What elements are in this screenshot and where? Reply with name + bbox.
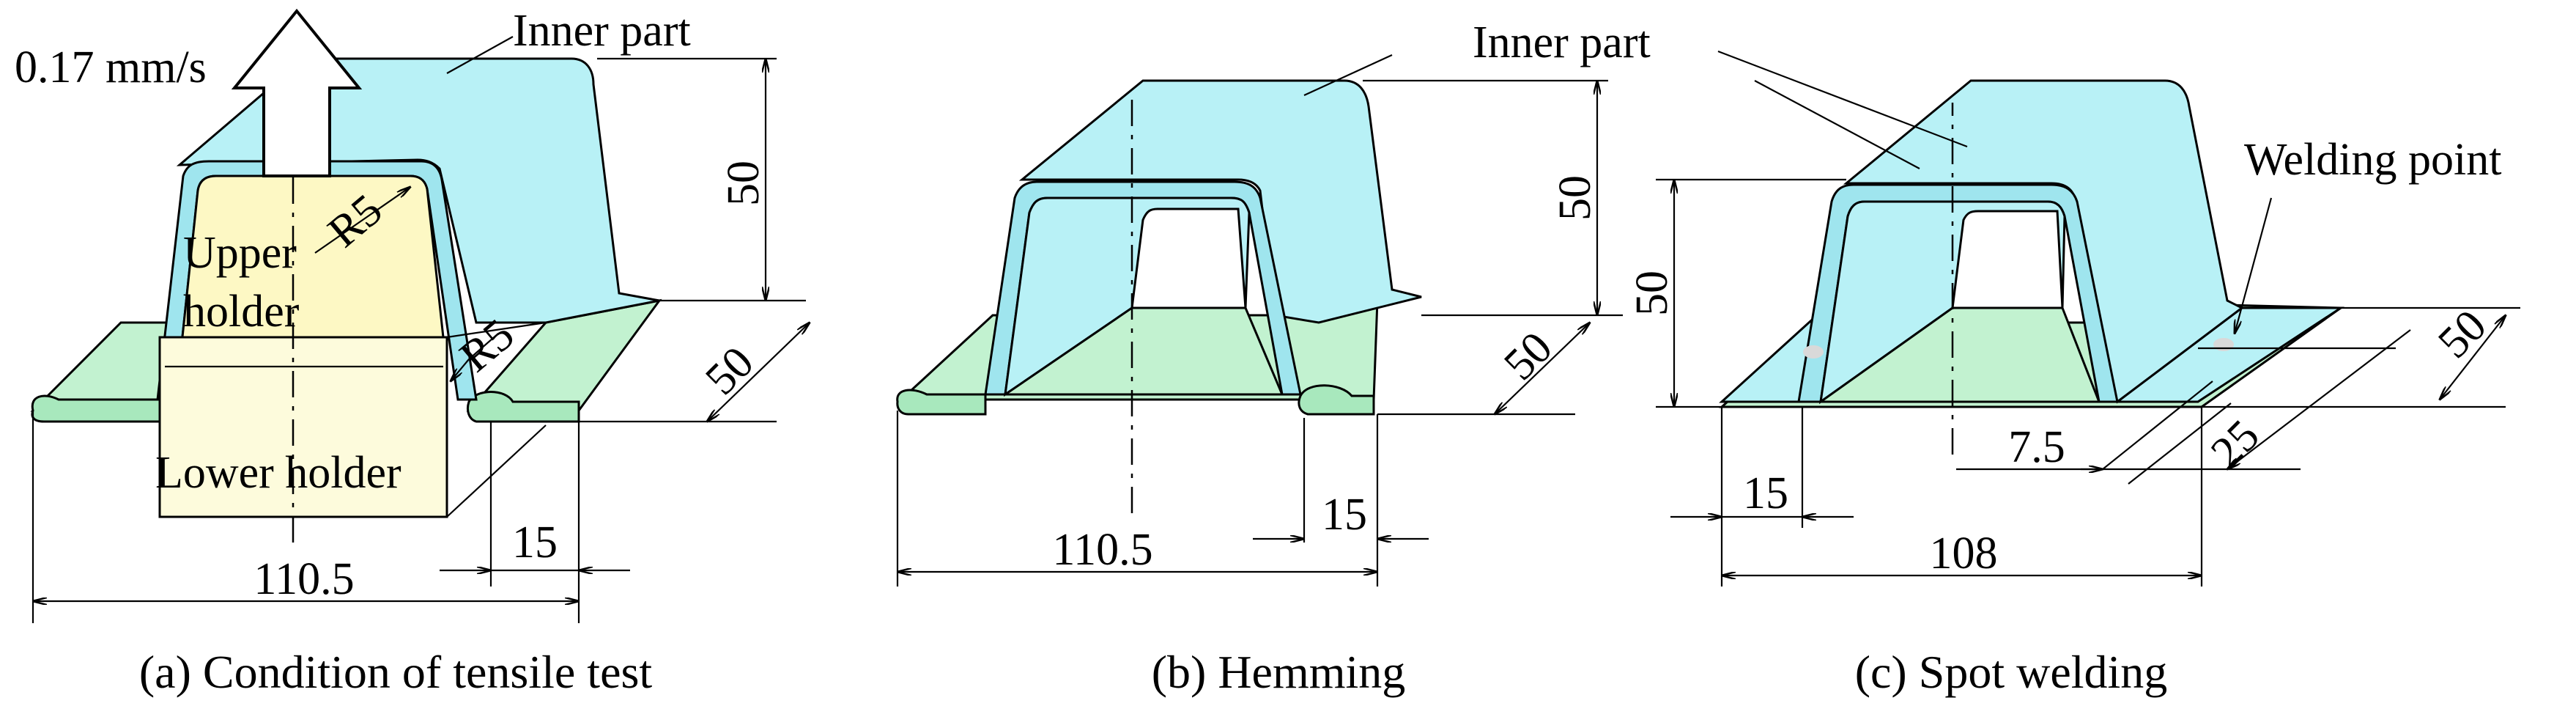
hem-curl-right-b [1298,384,1375,416]
inner-part-top-b [1018,79,1422,324]
dim-width-a: 110.5 [253,554,354,604]
pull-direction-arrow [231,8,363,177]
hem-curl-left-b [896,389,987,416]
welding-spot-left [1803,345,1824,358]
upper-holder [163,174,445,400]
lower-holder-label: Lower holder [155,448,401,498]
dim-width-c: 108 [1930,529,1998,578]
upper-holder-label-line2: holder [183,287,300,337]
dim-flange-b: 15 [1322,490,1367,540]
dim-width-b: 110.5 [1052,525,1152,575]
caption-b: (b) Hemming [1152,646,1406,698]
dim-height-a: 50 [719,161,769,206]
caption-a: (a) Condition of tensile test [139,646,653,698]
window-b [1130,207,1247,309]
dim-flange-a: 15 [512,518,558,567]
welding-point-label: Welding point [2244,135,2501,185]
caption-c: (c) Spot welding [1855,646,2168,698]
dim-height-b: 50 [1550,175,1600,221]
hem-curl-right [466,391,580,423]
green-floor-b [1002,306,1284,396]
green-floor-c [1817,306,2101,403]
speed-label: 0.17 mm/s [15,43,207,92]
inner-part-label-a: Inner part [513,6,691,56]
inner-part-label-b: Inner part [1473,18,1651,67]
dim-weld-pitch-c: 25 [2202,411,2269,478]
dim-weld-offset-c: 7.5 [2008,422,2065,472]
window-c [1951,210,2064,309]
panel-a-tensile-test: 0.17 mm/s Inner part R5 R5 Upper holder … [15,6,810,698]
upper-holder-label-line1: Upper [183,228,297,278]
welding-spot-right [2213,338,2234,351]
panel-b-hemming: Inner part 50 50 110.5 15 (b) Hemming [896,18,1651,698]
dim-height-c: 50 [1627,271,1677,316]
dim-depth-b: 50 [1495,323,1562,390]
dim-depth-a: 50 [696,337,763,405]
dim-depth-c: 50 [2429,301,2496,368]
panel-c-spot-welding: Welding point 50 50 25 7.5 108 15 (c) Sp… [1627,50,2520,698]
dim-flange-c: 15 [1743,468,1788,518]
